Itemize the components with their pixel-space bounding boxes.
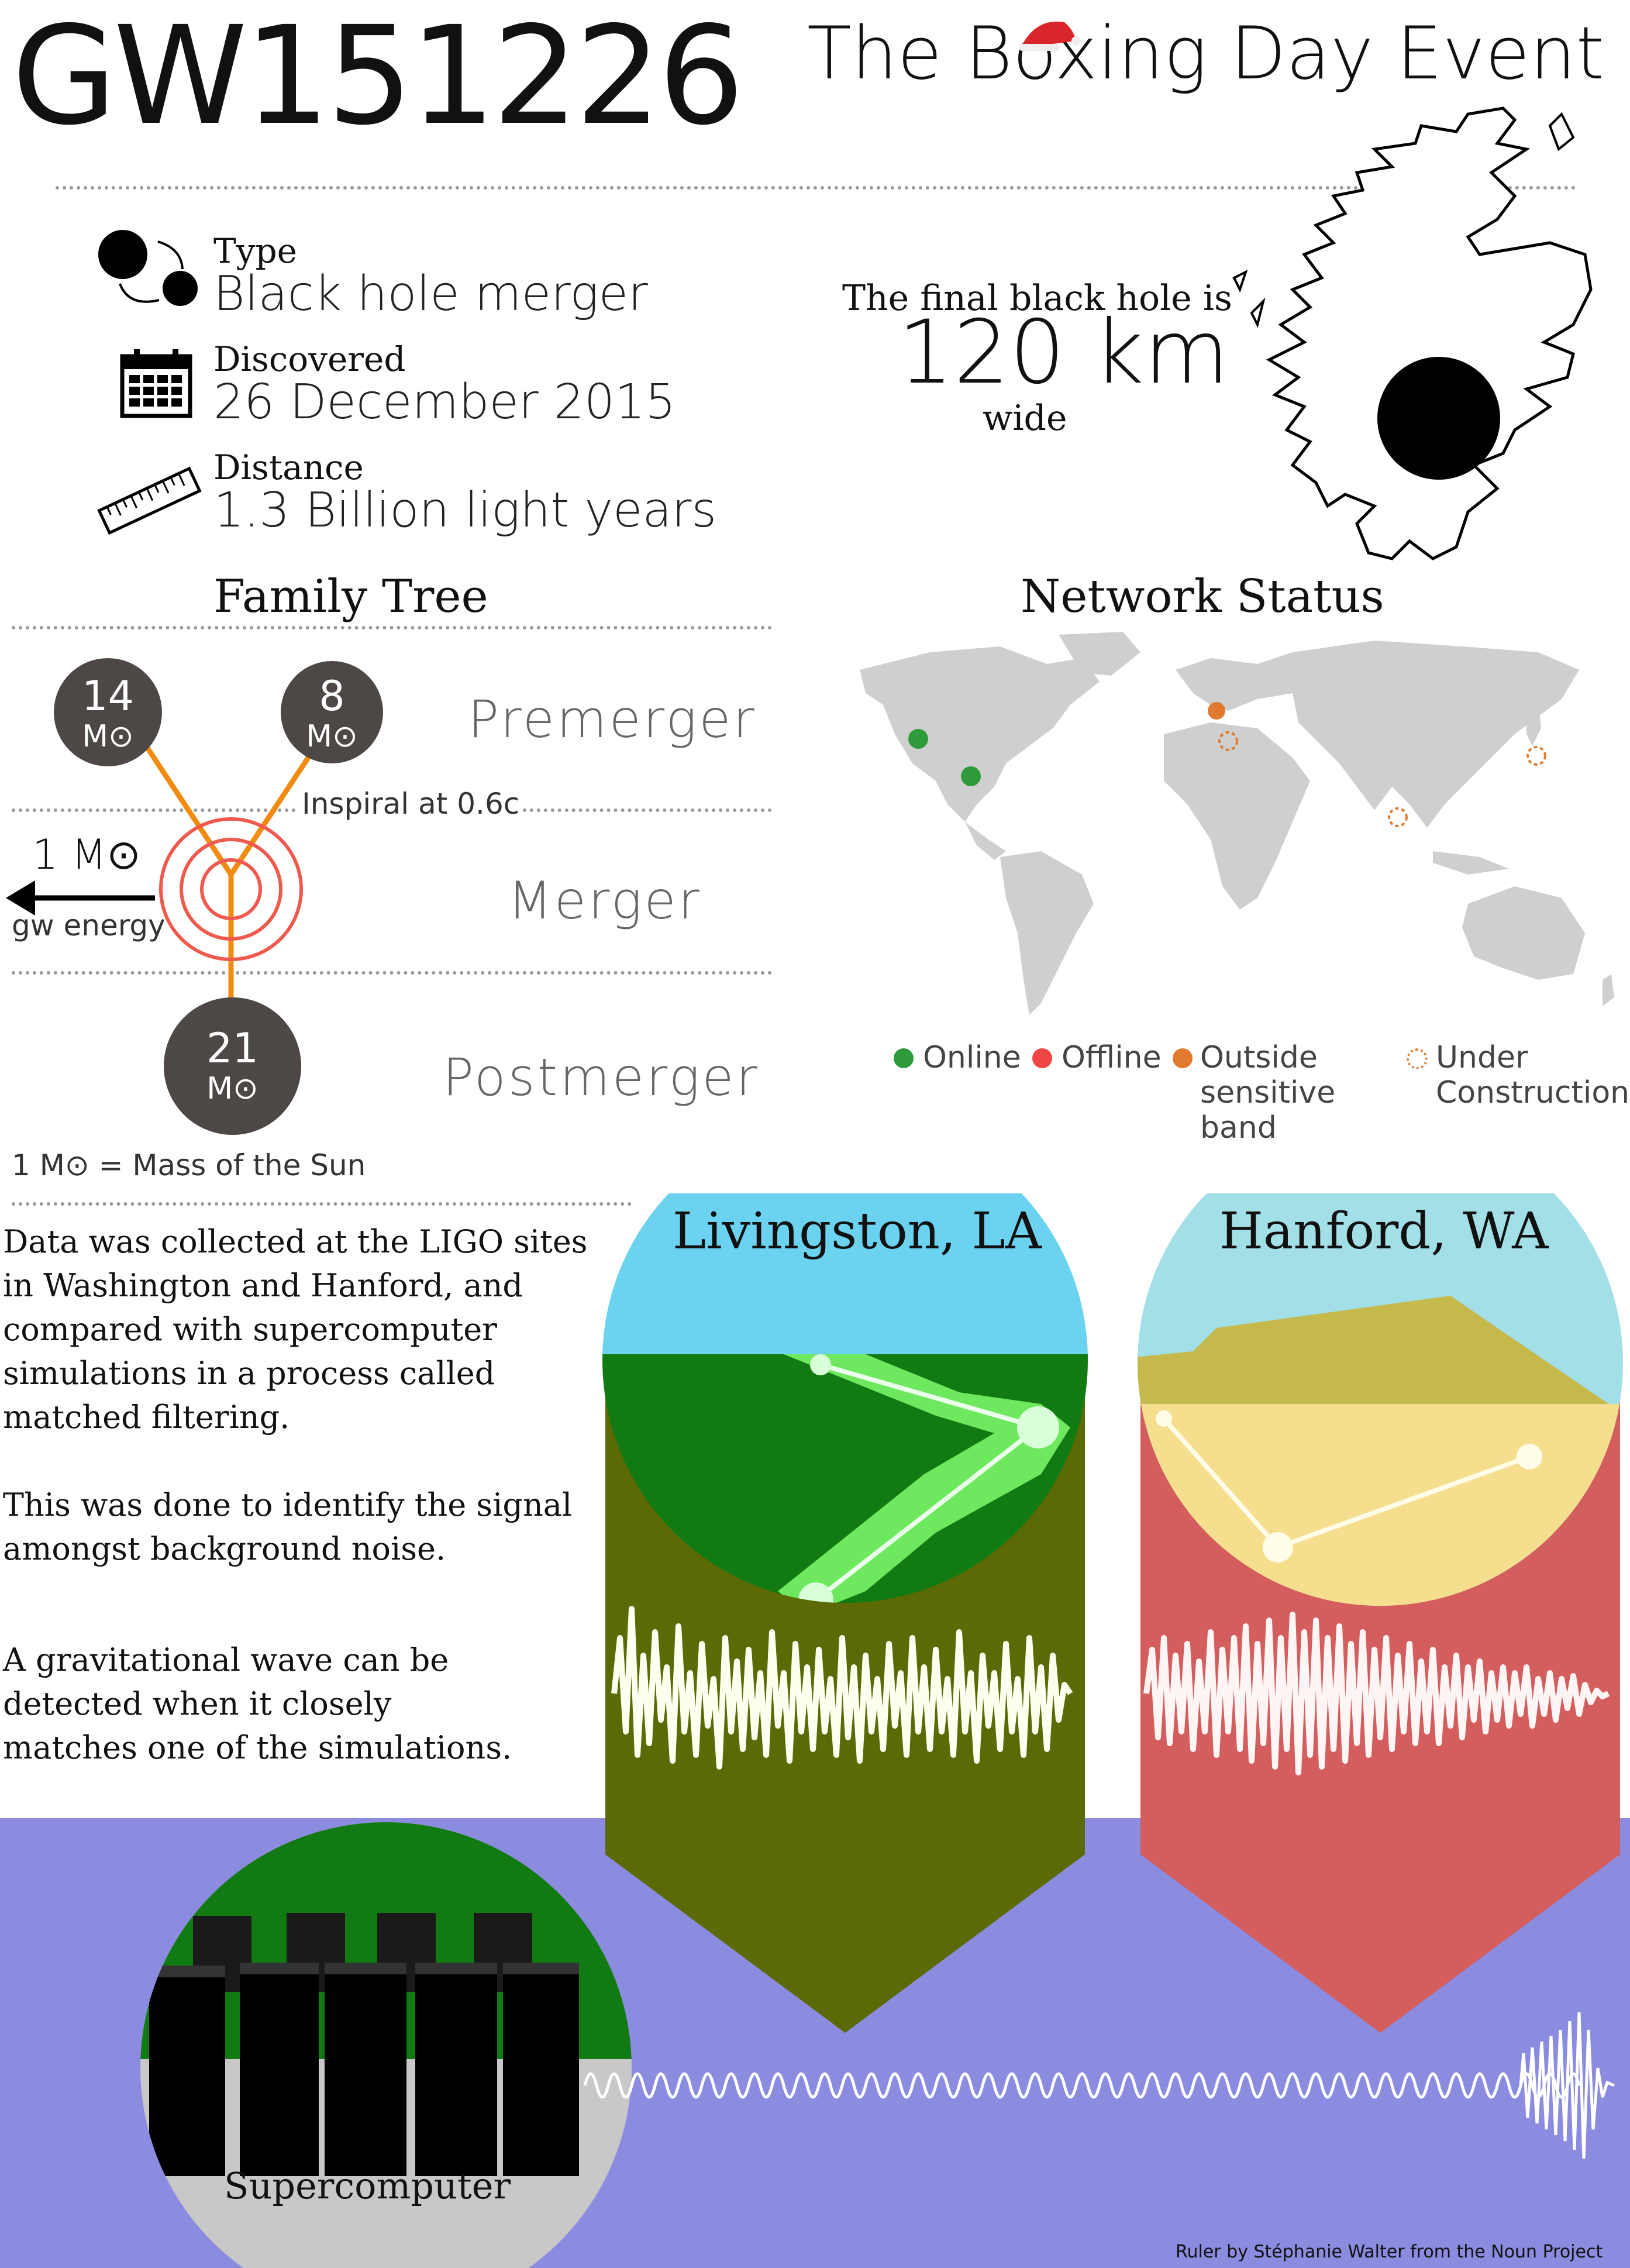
header-divider [56,186,1576,190]
final-black-hole: 21 M⊙ [164,997,301,1135]
scotland-map [1232,106,1593,560]
bh2-mass: 8 [319,672,345,720]
black-hole-2: 8 M⊙ [281,661,383,763]
world-map [860,632,1614,1015]
bh1-unit: M⊙ [82,719,134,754]
hanford-title: Hanford, WA [1219,1202,1549,1261]
calendar-icon [120,349,192,418]
black-hole-disc [1377,357,1500,480]
distance-label: Distance [213,448,364,487]
inspiral-label: Inspiral at 0.6c [298,787,523,821]
stage-premerger: Premerger [468,689,757,749]
bh2-unit: M⊙ [306,719,358,754]
black-hole-merger-icon [98,230,198,306]
final-unit: M⊙ [206,1071,259,1106]
energy-value: 1 M⊙ [32,831,141,879]
description-p2: This was done to identify the signal amo… [3,1486,573,1567]
mass-footnote: 1 M⊙ = Mass of the Sun [12,1148,366,1182]
description-p3: A gravitational wave can be detected whe… [3,1641,512,1766]
black-hole-1: 14 M⊙ [54,658,162,766]
distance-value: 1.3 Billion light years [213,483,717,538]
legend-offline: Offline [1062,1040,1162,1075]
legend-outside-dot [1173,1048,1193,1068]
description-p1: Data was collected at the LIGO sites in … [3,1223,588,1436]
legend-online: Online [923,1040,1021,1075]
ligo-hanford-marker [908,729,928,749]
ligo-livingston-marker [961,766,981,786]
type-value: Black hole merger [213,266,648,322]
ruler-icon [97,466,202,535]
kagra-marker [1526,746,1546,766]
family-divider-top [12,626,772,629]
legend-outside: Outside sensitive band [1200,1040,1336,1145]
legend-construction: Under Construction [1436,1040,1630,1110]
virgo-marker [1218,731,1238,751]
legend-construction-dot [1407,1048,1428,1069]
ligo-india-marker [1388,807,1408,827]
legend-offline-dot [1032,1048,1052,1068]
stage-merger: Merger [508,870,702,931]
bh1-mass: 14 [81,672,135,720]
size-value: 120 km [898,302,1229,404]
energy-label: gw energy [12,908,166,942]
event-subtitle: The Boxing Day Event [807,12,1605,96]
footnote-divider [12,1202,632,1206]
type-label: Type [213,231,297,271]
event-title: GW151226 [12,0,745,155]
supercomputer-label: Supercomputer [224,2164,511,2207]
credit-line: Ruler by Stéphanie Walter from the Noun … [1176,2242,1603,2262]
santa-hat-icon [1019,21,1081,51]
network-title: Network Status [1021,570,1384,623]
size-line3: wide [983,398,1067,439]
livingston-title: Livingston, LA [673,1202,1042,1261]
stage-postmerger: Postmerger [443,1047,760,1107]
family-divider-bottom [12,971,772,975]
final-mass: 21 [206,1024,259,1072]
discovered-value: 26 December 2015 [213,374,676,430]
legend-online-dot [894,1048,914,1068]
discovered-label: Discovered [213,339,406,379]
detection-illustration [0,1193,1630,2268]
family-tree-title: Family Tree [213,570,488,623]
size-line1: The final black hole is [842,278,1232,319]
geo600-marker [1208,702,1225,720]
